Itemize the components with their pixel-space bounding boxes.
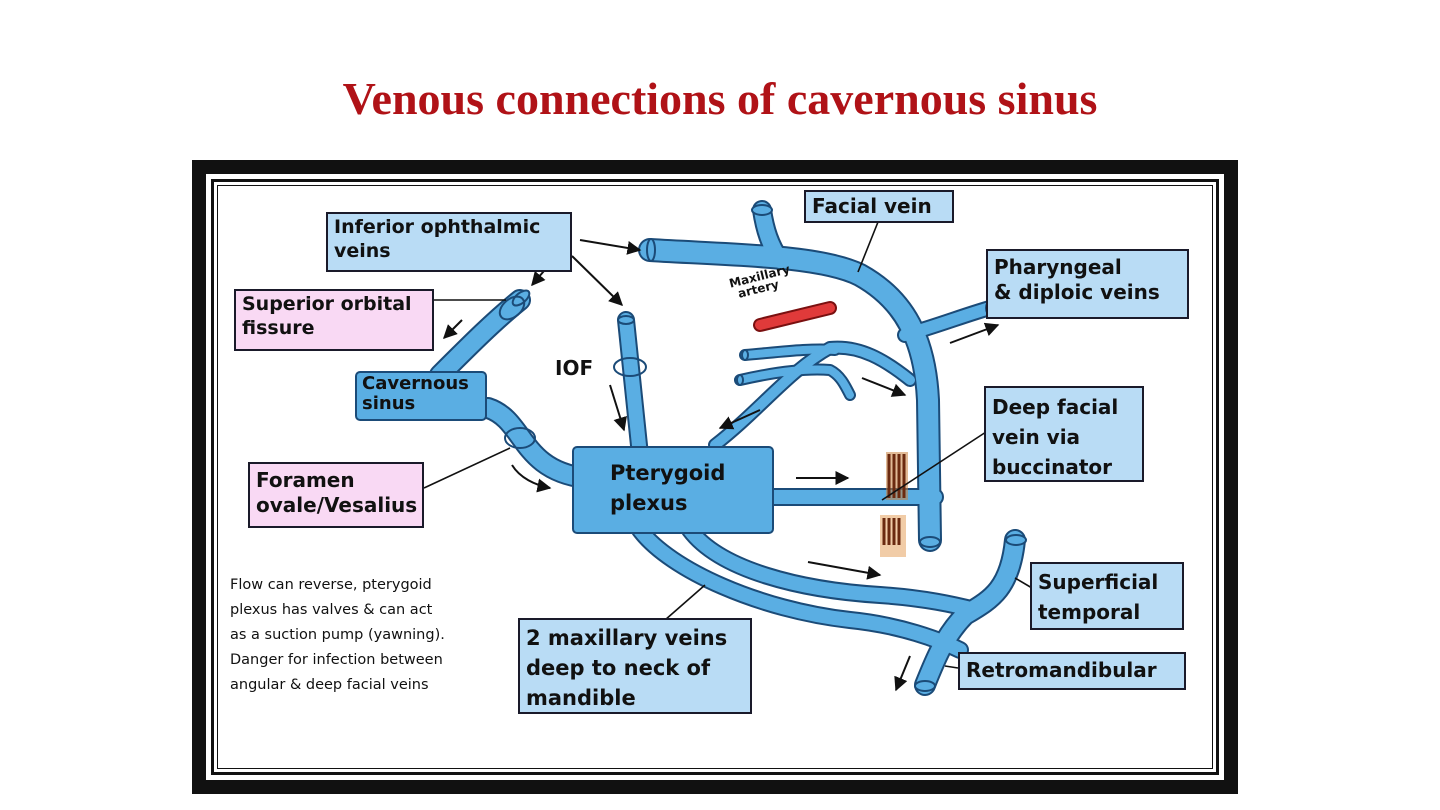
label-cavernous-sinus: Cavernous sinus [362, 373, 469, 414]
label-pterygoid-plexus: Pterygoid plexus [610, 461, 726, 515]
buccinator-muscle [880, 452, 908, 557]
clinical-note: Flow can reverse, pterygoid plexus has v… [230, 577, 445, 693]
label-facial-vein: Facial vein [804, 190, 954, 223]
slide-title: Venous connections of cavernous sinus [342, 73, 1098, 124]
label-retromandibular: Retromandibular [958, 652, 1186, 690]
label-foramen-ovale-vesalius: Foramen ovale/Vesalius [248, 462, 424, 528]
label-iof: IOF [555, 356, 594, 380]
label-inferior-ophthalmic-veins: Inferior ophthalmic veins [326, 212, 572, 272]
leader-lines [423, 221, 1033, 669]
label-superficial-temporal: Superficial temporal [1030, 562, 1184, 630]
cavernous-sinus-block [355, 371, 487, 421]
label-superior-orbital-fissure: Superior orbital fissure [234, 289, 434, 351]
label-pharyngeal-diploic-veins: Pharyngeal & diploic veins [986, 249, 1189, 319]
pterygoid-plexus-block [572, 446, 774, 534]
flow-arrows [443, 239, 1000, 692]
label-maxillary-veins: 2 maxillary veins deep to neck of mandib… [518, 618, 752, 714]
vein-fills [431, 202, 1024, 694]
foramen-rings [498, 295, 647, 449]
maxillary-artery [753, 301, 837, 332]
label-deep-facial-vein: Deep facial vein via buccinator [984, 386, 1144, 482]
